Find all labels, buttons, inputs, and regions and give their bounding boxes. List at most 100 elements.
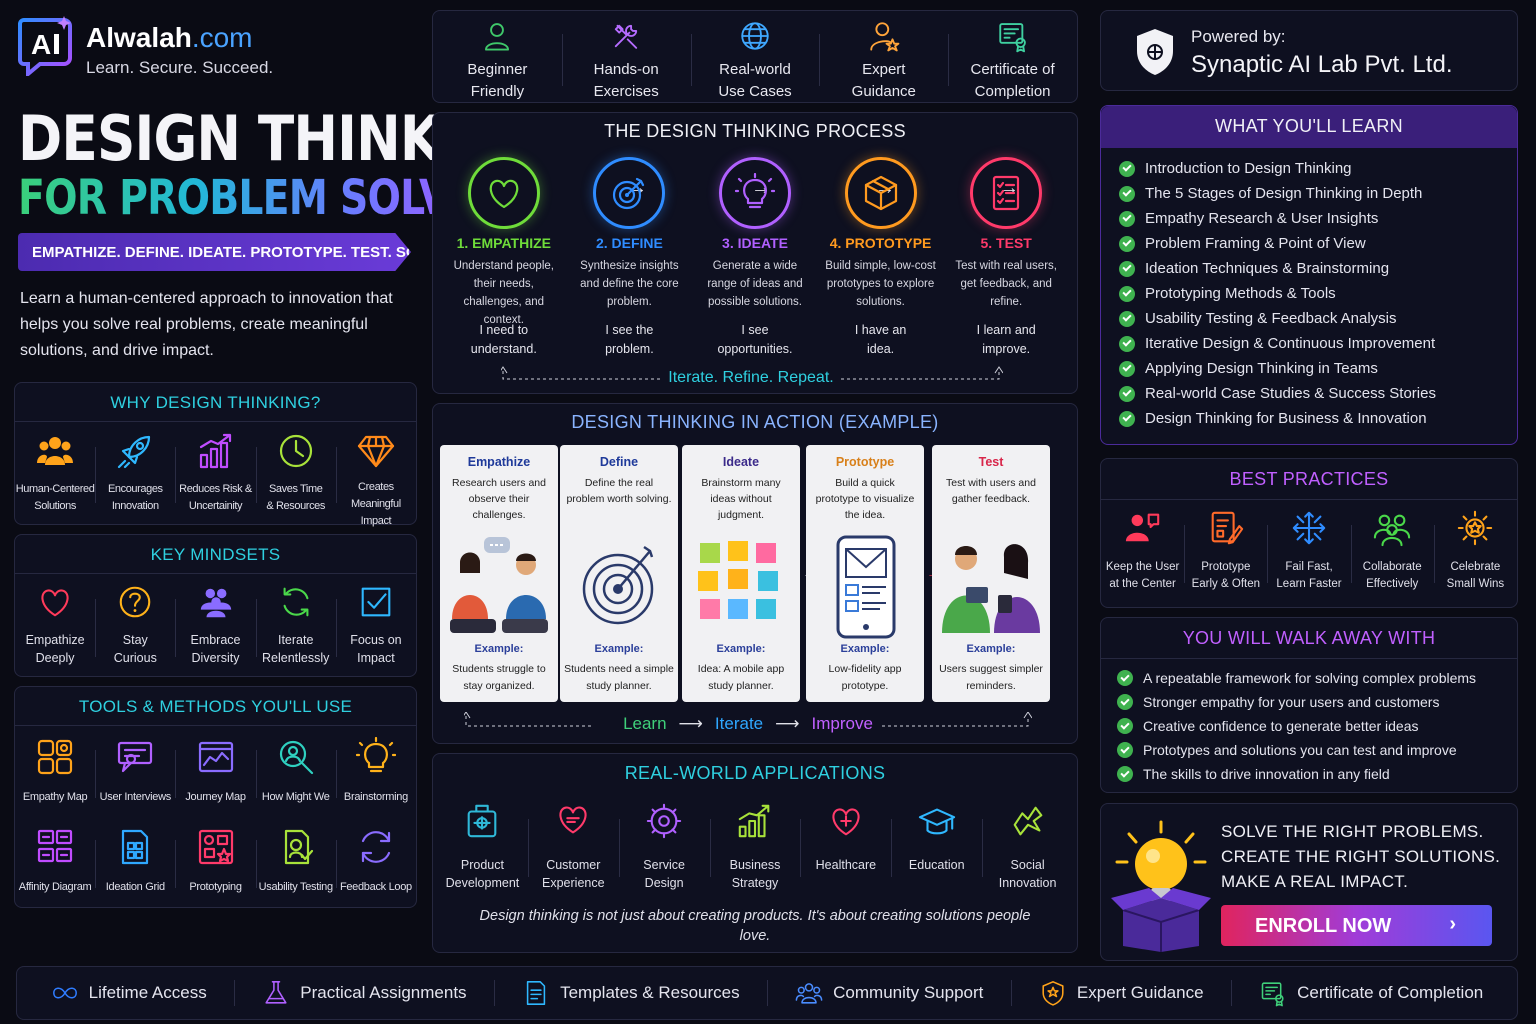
item-label: Encourages Innovation <box>107 483 163 512</box>
step-quote: I see the problem. <box>605 323 654 356</box>
card-example-text: Idea: A mobile app study planner. <box>697 663 785 692</box>
check-circle-icon <box>1119 210 1135 227</box>
customer-experience-item: Customer Experience <box>527 802 619 894</box>
human-centered-solutions-item: Human-Centered Solutions <box>15 431 95 519</box>
card-description: Research users and observe their challen… <box>452 477 546 521</box>
bulb-icon <box>718 157 791 229</box>
step-title: 1. EMPATHIZE <box>456 235 551 251</box>
saves-time-resources-item: Saves Time & Resources <box>255 431 336 519</box>
target-icon <box>593 157 666 229</box>
usability-testing-item: Usability Testing <box>255 827 336 901</box>
real-world-use-cases-item: Real-world Use Cases <box>690 19 820 101</box>
list-item: Usability Testing & Feedback Analysis <box>1119 306 1436 331</box>
collaborate-icon <box>1373 509 1411 551</box>
usability-icon <box>276 827 316 871</box>
healthcare-item: Healthcare <box>800 802 891 894</box>
list-item-text: Stronger empathy for your users and cust… <box>1143 694 1440 710</box>
card-example-label: Example: <box>716 643 766 655</box>
process-step-4: 4. PROTOTYPE Build simple, low-cost prot… <box>818 157 944 367</box>
item-label: Celebrate Small Wins <box>1446 561 1505 590</box>
process-loop: Iterate. Refine. Repeat. <box>501 365 1003 386</box>
example-card-ideate: Ideate Brainstorm many ideas without jud… <box>682 445 800 702</box>
list-item: Stronger empathy for your users and cust… <box>1117 690 1476 714</box>
example-loop: Learn ⟶ Iterate ⟶ Improve <box>464 712 1032 738</box>
item-label: Human-Centered Solutions <box>15 483 95 512</box>
graduation-icon <box>918 802 956 846</box>
check-square-icon <box>357 583 395 625</box>
check-circle-icon <box>1119 385 1135 402</box>
process-steps: 1. EMPATHIZE Understand people, their ne… <box>441 157 1069 367</box>
list-item-text: Empathy Research & User Insights <box>1145 210 1379 227</box>
check-circle-icon <box>1119 260 1135 277</box>
prototyping-item: Prototyping <box>175 827 255 901</box>
list-item: The skills to drive innovation in any fi… <box>1117 762 1476 786</box>
walkaway-title: YOU WILL WALK AWAY WITH <box>1182 628 1436 648</box>
item-label: Prototyping <box>189 881 242 893</box>
item-label: Reduces Risk & Uncertainity <box>179 483 252 512</box>
rocket-icon <box>115 431 155 473</box>
check-circle-icon <box>1117 718 1133 734</box>
enroll-now-button[interactable]: ENROLL NOW › <box>1221 905 1492 946</box>
bottom-feature-label: Templates & Resources <box>560 983 740 1002</box>
certificate-icon <box>1259 979 1297 1007</box>
tools-icon <box>609 19 643 53</box>
list-item: Design Thinking for Business & Innovatio… <box>1119 406 1436 431</box>
card-description: Brainstorm many ideas without judgment. <box>701 477 781 521</box>
card-description: Build a quick prototype to visualize the… <box>815 477 915 521</box>
bottom-feature-community-support: Community Support <box>795 979 983 1007</box>
process-step-5: 5. TEST Test with real users, get feedba… <box>943 157 1069 367</box>
item-label: Creates Meaningful Impact <box>351 481 401 527</box>
item-label: Fail Fast, Learn Faster <box>1276 561 1342 590</box>
check-circle-icon <box>1117 670 1133 686</box>
education-item: Education <box>891 802 982 894</box>
service-design-item: Service Design <box>618 802 710 894</box>
example-card-prototype: Prototype Build a quick prototype to vis… <box>806 445 924 702</box>
card-example-text: Students need a simple study planner. <box>564 663 674 692</box>
card-example-label: Example: <box>966 643 1016 655</box>
item-label: Empathize Deeply <box>25 633 85 665</box>
list-item: Prototyping Methods & Tools <box>1119 281 1436 306</box>
list-item: Empathy Research & User Insights <box>1119 206 1436 231</box>
list-item-text: Iterative Design & Continuous Improvemen… <box>1145 335 1436 352</box>
item-label: Collaborate Effectively <box>1362 561 1422 590</box>
list-item-text: Design Thinking for Business & Innovatio… <box>1145 410 1427 427</box>
checklist-icon <box>970 157 1043 229</box>
item-label: Real-world Use Cases <box>718 61 792 100</box>
bottom-feature-certificate-of-completion: Certificate of Completion <box>1259 979 1483 1007</box>
item-label: Empathy Map <box>22 791 88 803</box>
celebrate-small-wins-item: Celebrate Small Wins <box>1433 509 1517 599</box>
check-circle-icon <box>1117 694 1133 710</box>
step-title: 5. TEST <box>980 235 1032 251</box>
item-label: Education <box>908 858 965 872</box>
affinity-icon <box>35 827 75 871</box>
card-title: Test <box>978 455 1004 469</box>
business-strategy-item: Business Strategy <box>709 802 801 894</box>
brand-name: Alwalah.com <box>86 22 253 54</box>
item-label: Hands-on Exercises <box>593 61 659 100</box>
item-label: Certificate of Completion <box>970 61 1055 100</box>
loop-arrow-2: ⟶ <box>775 714 800 733</box>
list-item: Prototypes and solutions you can test an… <box>1117 738 1476 762</box>
social-innovation-item: Social Innovation <box>982 802 1073 894</box>
powered-panel: Powered by: Synaptic AI Lab Pvt. Ltd. <box>1100 10 1518 91</box>
example-card-test: Test Test with users and gather feedback… <box>932 445 1050 702</box>
loop-improve: Improve <box>811 714 873 733</box>
bottom-feature-expert-guidance: Expert Guidance <box>1039 979 1204 1007</box>
growth-chart-icon <box>196 431 236 473</box>
loop-arrow-1: ⟶ <box>678 714 703 733</box>
list-item-text: The skills to drive innovation in any fi… <box>1143 766 1390 782</box>
prototype-edit-icon <box>1207 509 1245 551</box>
item-label: User Interviews <box>99 791 172 803</box>
celebrate-icon <box>1456 509 1494 551</box>
item-label: Social Innovation <box>998 858 1057 890</box>
cta-line-2: CREATE THE RIGHT SOLUTIONS. <box>1221 847 1501 866</box>
search-person-icon <box>276 737 316 781</box>
card-example-text: Students struggle to stay organized. <box>452 663 546 692</box>
list-item-text: Usability Testing & Feedback Analysis <box>1145 310 1397 327</box>
card-title: Empathize <box>467 455 531 469</box>
